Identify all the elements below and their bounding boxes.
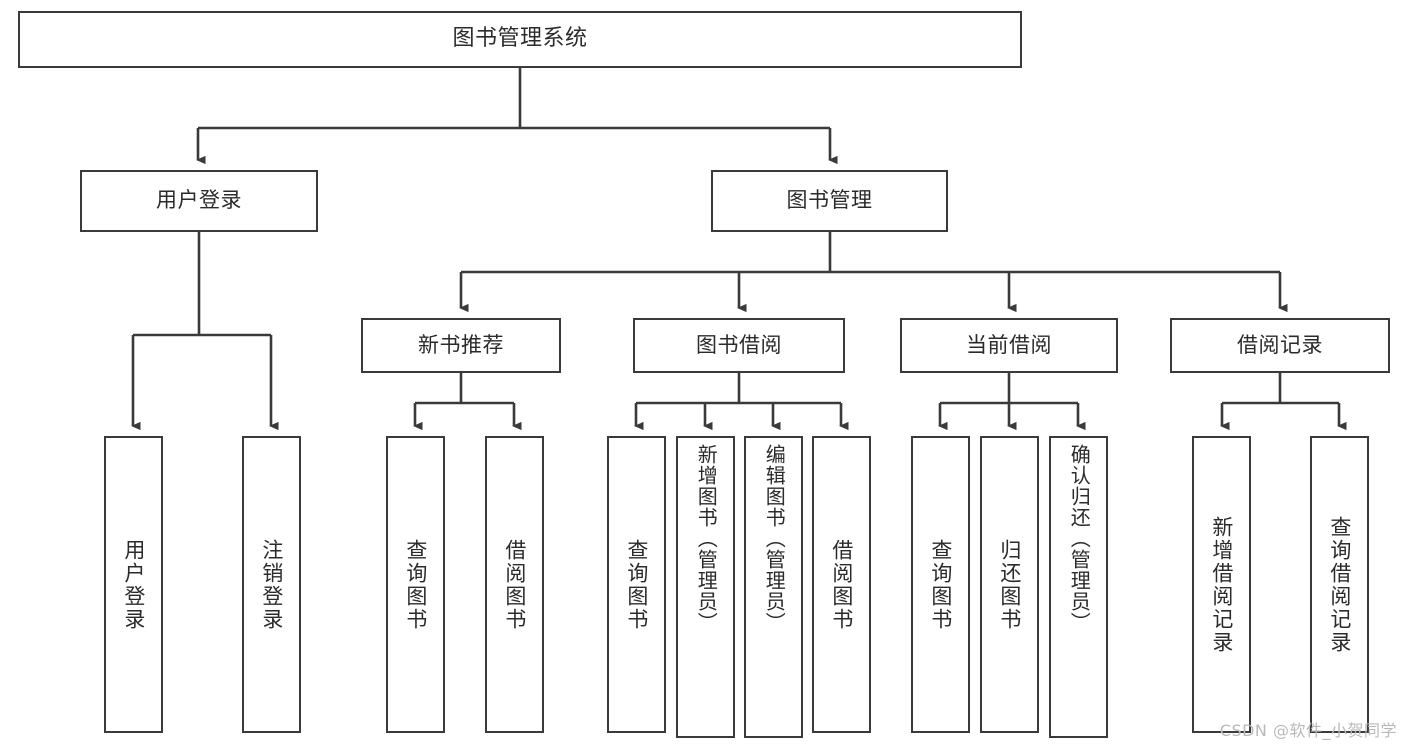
csdn-watermark: CSDN @软件_小贺同学 [1219,721,1397,740]
leaf-recommend-borrow-book[interactable]: 借阅图书 [485,436,544,733]
node-label: 借阅图书 [829,538,854,631]
node-label: 图书借阅 [696,332,782,357]
leaf-borrow-query-book[interactable]: 查询图书 [607,436,666,733]
leaf-borrow-edit-book-admin[interactable]: 编辑图书（管理员） [744,436,803,738]
node-label: 注销登录 [259,538,284,631]
leaf-borrow-add-book-admin[interactable]: 新增图书（管理员） [676,436,735,738]
leaf-current-confirm-return-admin[interactable]: 确认归还（管理员） [1049,436,1108,738]
leaf-current-return-book[interactable]: 归还图书 [980,436,1039,733]
leaf-user-login-login[interactable]: 用户登录 [104,436,163,733]
leaf-current-query-book[interactable]: 查询图书 [911,436,970,733]
node-label: 用户登录 [156,188,242,213]
leaf-record-add-record[interactable]: 新增借阅记录 [1192,436,1251,733]
node-label: 查询图书 [403,538,428,631]
node-current-borrow[interactable]: 当前借阅 [900,318,1118,373]
leaf-record-query-record[interactable]: 查询借阅记录 [1310,436,1369,733]
node-label: 借阅记录 [1237,332,1323,357]
node-label: 归还图书 [997,538,1022,631]
node-label: 编辑图书（管理员） [762,444,787,633]
node-book-management[interactable]: 图书管理 [711,170,948,232]
node-label: 当前借阅 [966,332,1052,357]
node-book-borrow[interactable]: 图书借阅 [633,318,845,373]
leaf-recommend-query-book[interactable]: 查询图书 [386,436,445,733]
node-label: 新增借阅记录 [1209,515,1234,654]
node-user-login[interactable]: 用户登录 [80,170,318,232]
leaf-user-login-logout[interactable]: 注销登录 [242,436,301,733]
node-root-system[interactable]: 图书管理系统 [18,11,1022,68]
node-label: 借阅图书 [502,538,527,631]
node-label: 图书管理系统 [452,26,588,52]
node-label: 确认归还（管理员） [1067,444,1092,633]
node-label: 图书管理 [786,188,873,213]
node-label: 新书推荐 [418,332,504,357]
node-label: 新增图书（管理员） [694,444,719,633]
node-label: 用户登录 [121,538,146,631]
leaf-borrow-borrow-book[interactable]: 借阅图书 [812,436,871,733]
node-label: 查询图书 [624,538,649,631]
node-label: 查询借阅记录 [1327,515,1352,654]
node-borrow-record[interactable]: 借阅记录 [1170,318,1390,373]
node-new-book-recommend[interactable]: 新书推荐 [361,318,561,373]
node-label: 查询图书 [928,538,953,631]
